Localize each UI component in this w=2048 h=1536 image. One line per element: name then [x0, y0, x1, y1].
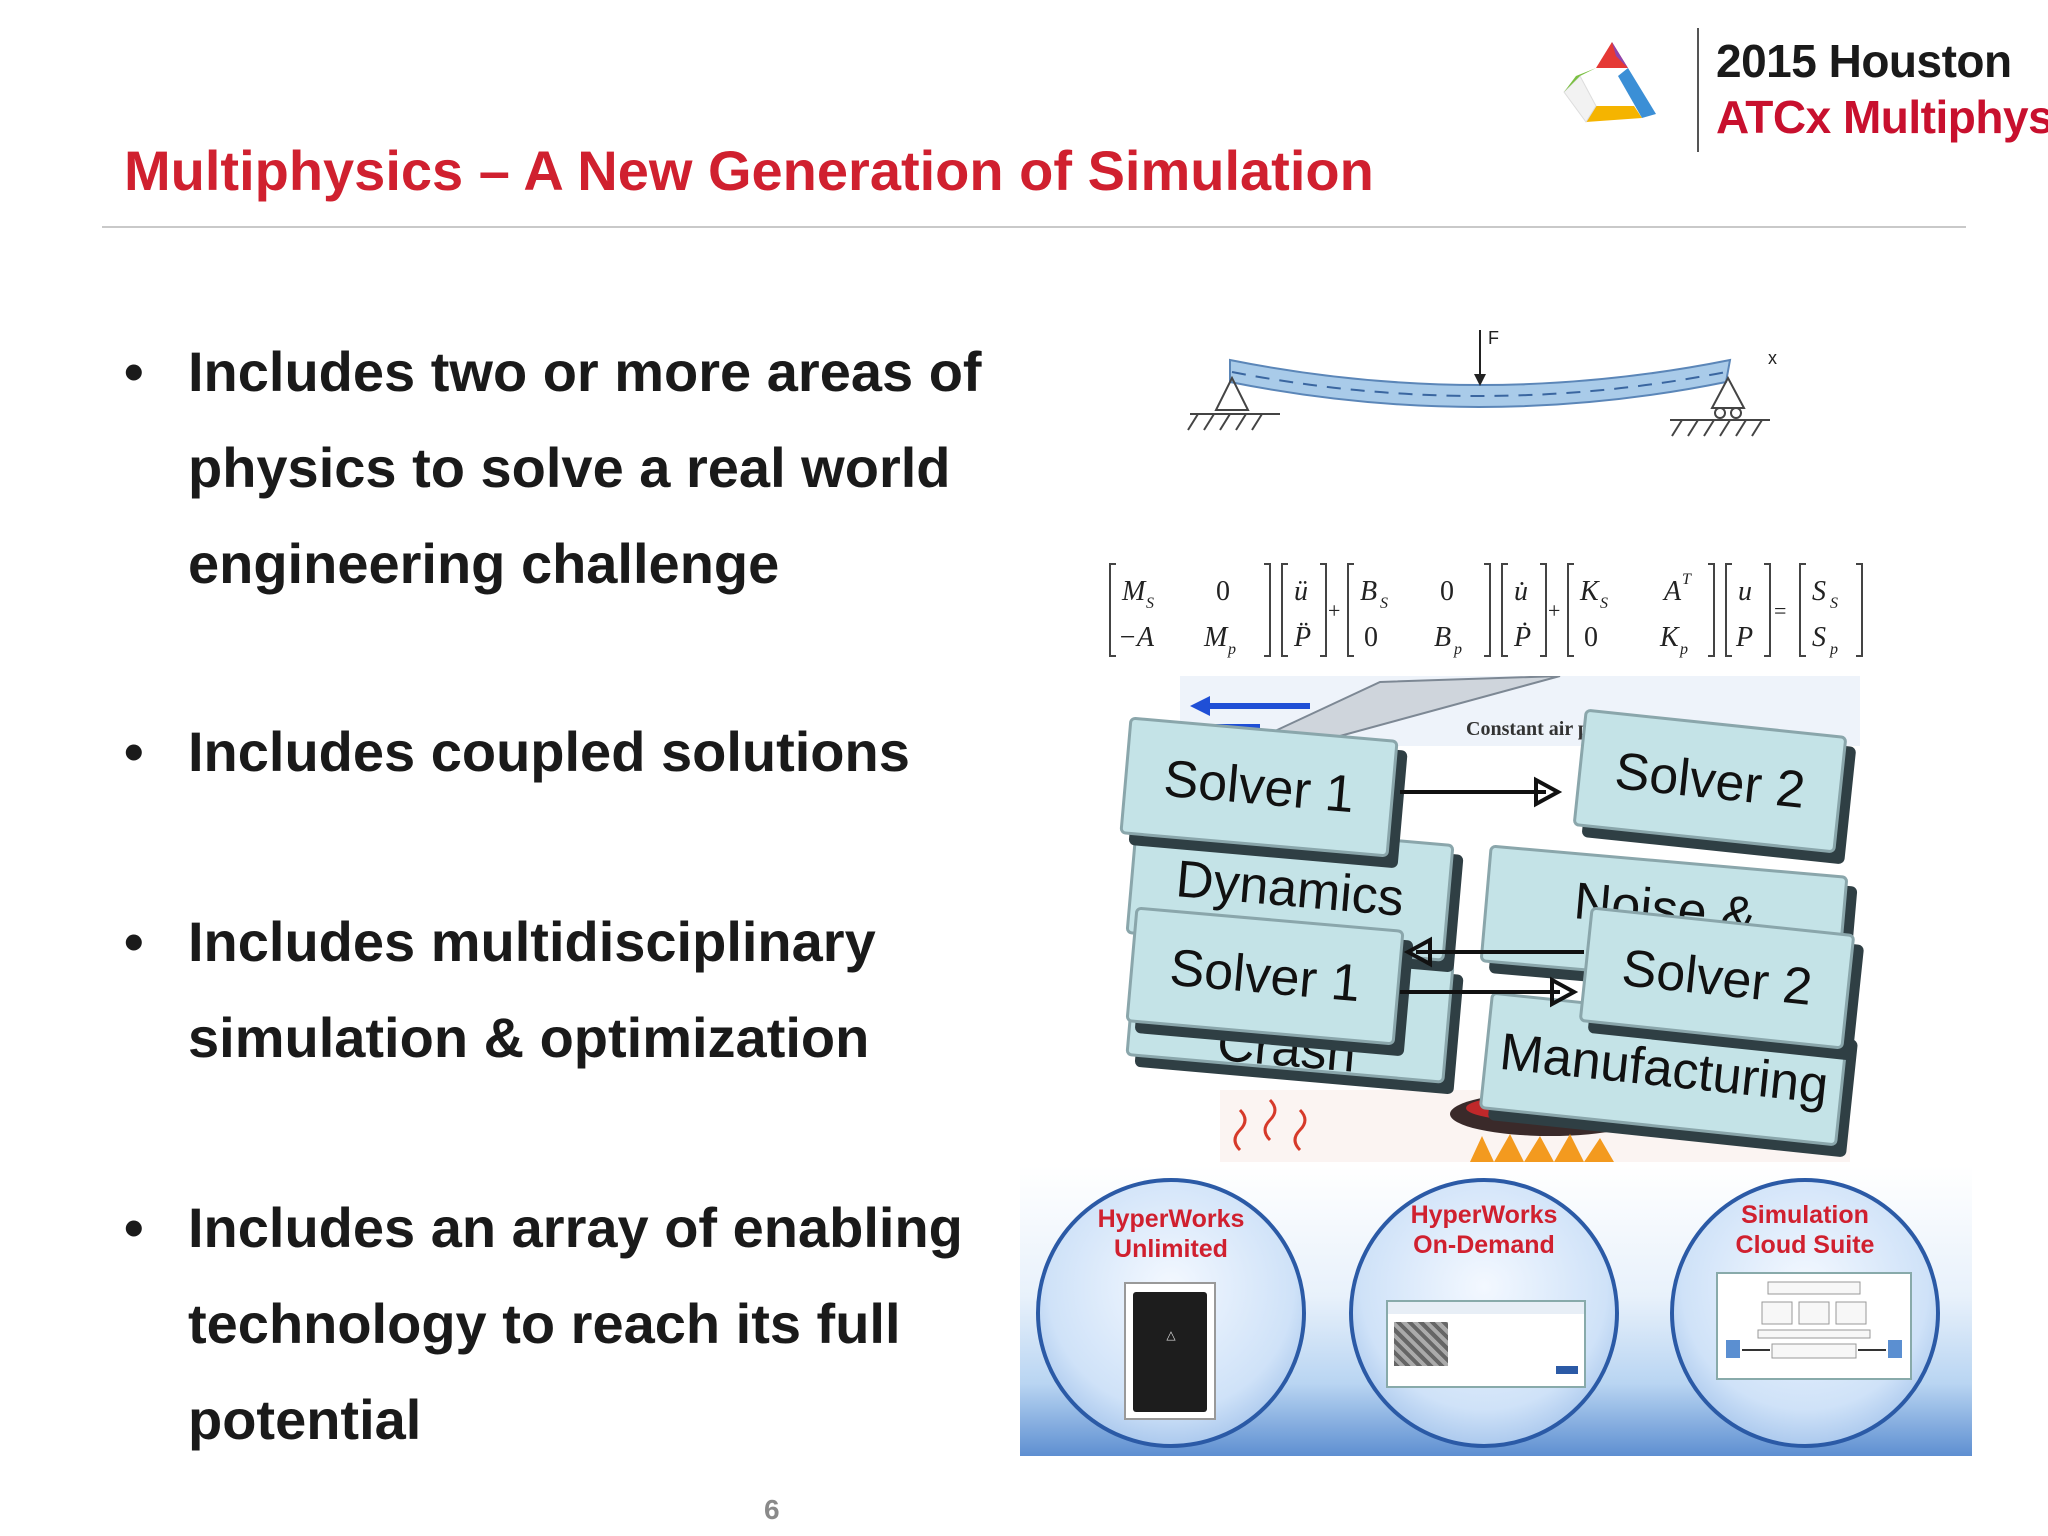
force-label: F: [1488, 328, 1499, 348]
svg-text:0: 0: [1440, 576, 1454, 607]
conference-name: ATCx Multiphysics: [1716, 91, 2048, 143]
circle-label-line: Unlimited: [1114, 1235, 1228, 1263]
bullet-marker: •: [124, 910, 144, 973]
bullet-line: engineering challenge: [188, 532, 780, 595]
header-divider: [1697, 28, 1699, 152]
conference-year: 2015 Houston: [1716, 35, 2012, 87]
svg-text:M: M: [1203, 622, 1229, 653]
svg-text:−A: −A: [1118, 622, 1155, 653]
svg-text:p: p: [1227, 641, 1236, 658]
title-rule: [102, 226, 1966, 228]
svg-text:0: 0: [1364, 622, 1378, 653]
portal-header-bar: [1388, 1302, 1584, 1314]
circle-label-line: Simulation: [1741, 1201, 1869, 1229]
svg-text:p: p: [1829, 641, 1838, 658]
bullet-line: Includes an array of enabling: [188, 1196, 963, 1259]
svg-text:S: S: [1146, 595, 1154, 612]
slide-title: Multiphysics – A New Generation of Simul…: [124, 139, 1374, 202]
svg-text:0: 0: [1584, 622, 1598, 653]
bullet-line: simulation & optimization: [188, 1006, 870, 1069]
circle-label-line: HyperWorks: [1097, 1205, 1245, 1233]
server-logo-mark: △: [1166, 1328, 1176, 1342]
altair-logo: [1563, 42, 1656, 123]
bullet-marker: •: [124, 340, 144, 403]
svg-text:0: 0: [1216, 576, 1230, 607]
svg-text:A: A: [1662, 576, 1682, 607]
svg-text:+: +: [1548, 598, 1560, 623]
svg-text:B: B: [1434, 622, 1451, 653]
bullet-line: physics to solve a real world: [188, 436, 951, 499]
svg-text:P̈: P̈: [1293, 622, 1311, 653]
svg-text:S: S: [1812, 576, 1826, 607]
svg-text:T: T: [1682, 571, 1692, 588]
force-arrowhead: [1474, 374, 1486, 386]
bullet-marker: •: [124, 1196, 144, 1259]
bullet-item: • Includes two or more areas of physics …: [124, 324, 982, 612]
svg-text:S: S: [1380, 595, 1388, 612]
coupling-arrows: [1400, 776, 1584, 1008]
svg-text:u: u: [1738, 576, 1752, 607]
left-support: [1214, 375, 1250, 411]
svg-text:Ṗ: Ṗ: [1513, 622, 1531, 653]
svg-text:B: B: [1360, 576, 1377, 607]
circle-label-line: Cloud Suite: [1735, 1231, 1875, 1259]
portal-button: [1556, 1366, 1578, 1374]
bullet-line: Includes two or more areas of: [188, 340, 982, 403]
svg-text:p: p: [1679, 641, 1688, 658]
circle-label-line: HyperWorks: [1410, 1201, 1558, 1229]
beam-diagram: F x: [1187, 328, 1777, 437]
suite-architecture-diagram: [1726, 1281, 1902, 1359]
server-tower-icon: [1133, 1292, 1207, 1412]
page-number: 6: [764, 1494, 780, 1525]
bullet-marker: •: [124, 720, 144, 783]
bullet-line: Includes multidisciplinary: [188, 910, 876, 973]
svg-text:ü: ü: [1294, 576, 1308, 607]
svg-text:S: S: [1600, 595, 1608, 612]
svg-text:S: S: [1812, 622, 1826, 653]
svg-text:p: p: [1453, 641, 1462, 658]
svg-text:S: S: [1830, 595, 1838, 612]
circle-label: HyperWorks Unlimited: [1036, 1204, 1306, 1264]
svg-text:+: +: [1328, 598, 1340, 623]
airflow-label: Constant air p: [1466, 718, 1589, 740]
circle-label: Simulation Cloud Suite: [1670, 1200, 1940, 1260]
bullet-item: • Includes multidisciplinary simulation …: [124, 894, 876, 1086]
bullet-line: Includes coupled solutions: [188, 720, 910, 783]
svg-text:u̇: u̇: [1514, 576, 1528, 607]
bullet-item: • Includes coupled solutions: [124, 704, 910, 800]
flames: [1470, 1134, 1614, 1162]
circle-label: HyperWorks On-Demand: [1349, 1200, 1619, 1260]
portal-image: [1394, 1322, 1448, 1366]
svg-text:M: M: [1121, 576, 1147, 607]
svg-text:K: K: [1659, 622, 1680, 653]
right-support: [1710, 375, 1746, 409]
svg-text:K: K: [1579, 576, 1600, 607]
circle-label-line: On-Demand: [1413, 1231, 1555, 1259]
suite-screenshot: [1716, 1272, 1912, 1380]
axis-label: x: [1768, 348, 1777, 368]
svg-text:P: P: [1735, 622, 1753, 653]
bullet-line: potential: [188, 1388, 422, 1451]
bullet-line: technology to reach its full: [188, 1292, 901, 1355]
beam-centerline: [1231, 371, 1727, 397]
svg-text:=: =: [1774, 598, 1786, 623]
bullet-item: • Includes an array of enabling technolo…: [124, 1180, 963, 1468]
